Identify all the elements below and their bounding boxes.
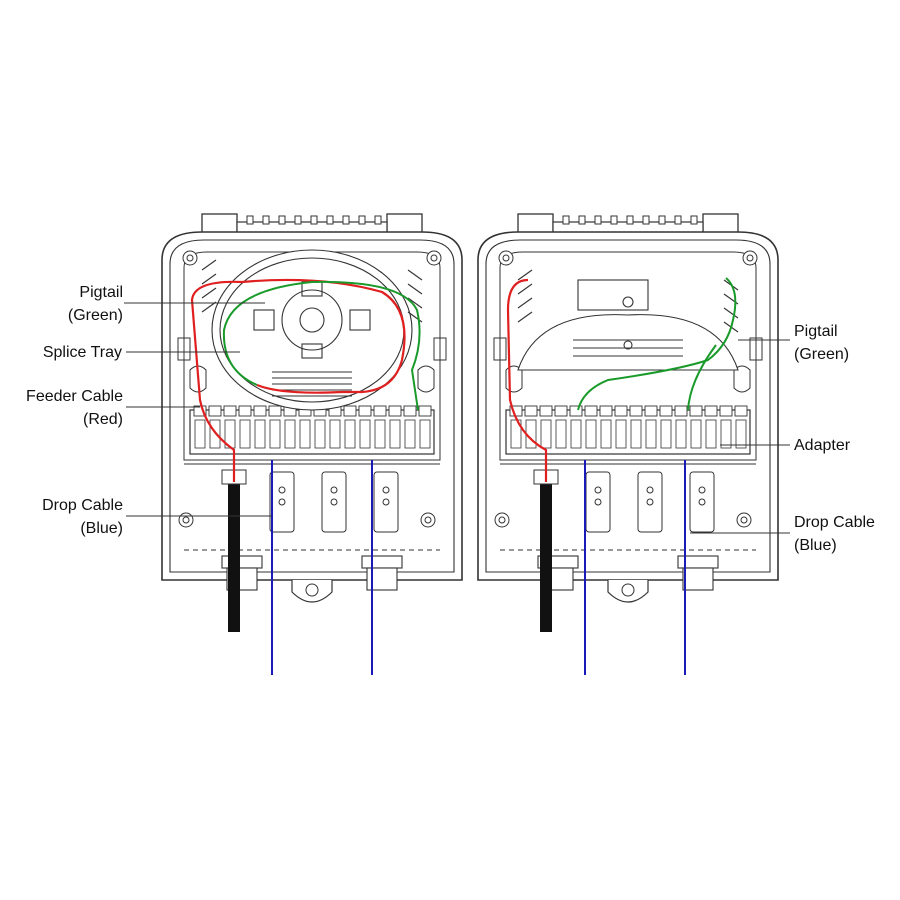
label-left-pigtail-line1: Pigtail	[79, 284, 123, 301]
left-feeder-cable-jacket	[228, 482, 240, 632]
label-right-adapter: Adapter	[794, 434, 850, 457]
label-left-feeder-cable: Feeder Cable (Red)	[26, 385, 123, 431]
label-left-drop-cable-line1: Drop Cable	[42, 497, 123, 514]
label-left-feeder-cable-line1: Feeder Cable	[26, 388, 123, 405]
label-right-drop-cable-line2: (Blue)	[794, 537, 837, 554]
left-distribution-box	[161, 213, 463, 675]
right-distribution-box	[477, 213, 779, 675]
label-left-feeder-cable-line2: (Red)	[82, 411, 123, 428]
label-left-pigtail: Pigtail (Green)	[68, 281, 123, 327]
leader-lines	[124, 302, 790, 534]
right-feeder-fiber-red	[506, 278, 548, 482]
left-splice-tray	[201, 249, 423, 411]
label-right-drop-cable: Drop Cable (Blue)	[794, 511, 875, 557]
left-pigtail-fiber-green	[222, 280, 421, 411]
label-left-splice-tray: Splice Tray	[43, 341, 122, 364]
label-left-drop-cable-line2: (Blue)	[80, 520, 123, 537]
label-right-pigtail-line1: Pigtail	[794, 323, 838, 340]
right-feeder-cable-jacket	[540, 482, 552, 632]
label-right-drop-cable-line1: Drop Cable	[794, 514, 875, 531]
label-left-pigtail-line2: (Green)	[67, 307, 123, 324]
label-right-pigtail-line2: (Green)	[794, 346, 850, 363]
label-left-drop-cable: Drop Cable (Blue)	[42, 494, 123, 540]
label-right-adapter-line1: Adapter	[794, 437, 851, 454]
label-right-pigtail: Pigtail (Green)	[794, 320, 849, 366]
label-left-splice-tray-line1: Splice Tray	[42, 344, 122, 361]
right-tray-cover	[517, 269, 739, 371]
